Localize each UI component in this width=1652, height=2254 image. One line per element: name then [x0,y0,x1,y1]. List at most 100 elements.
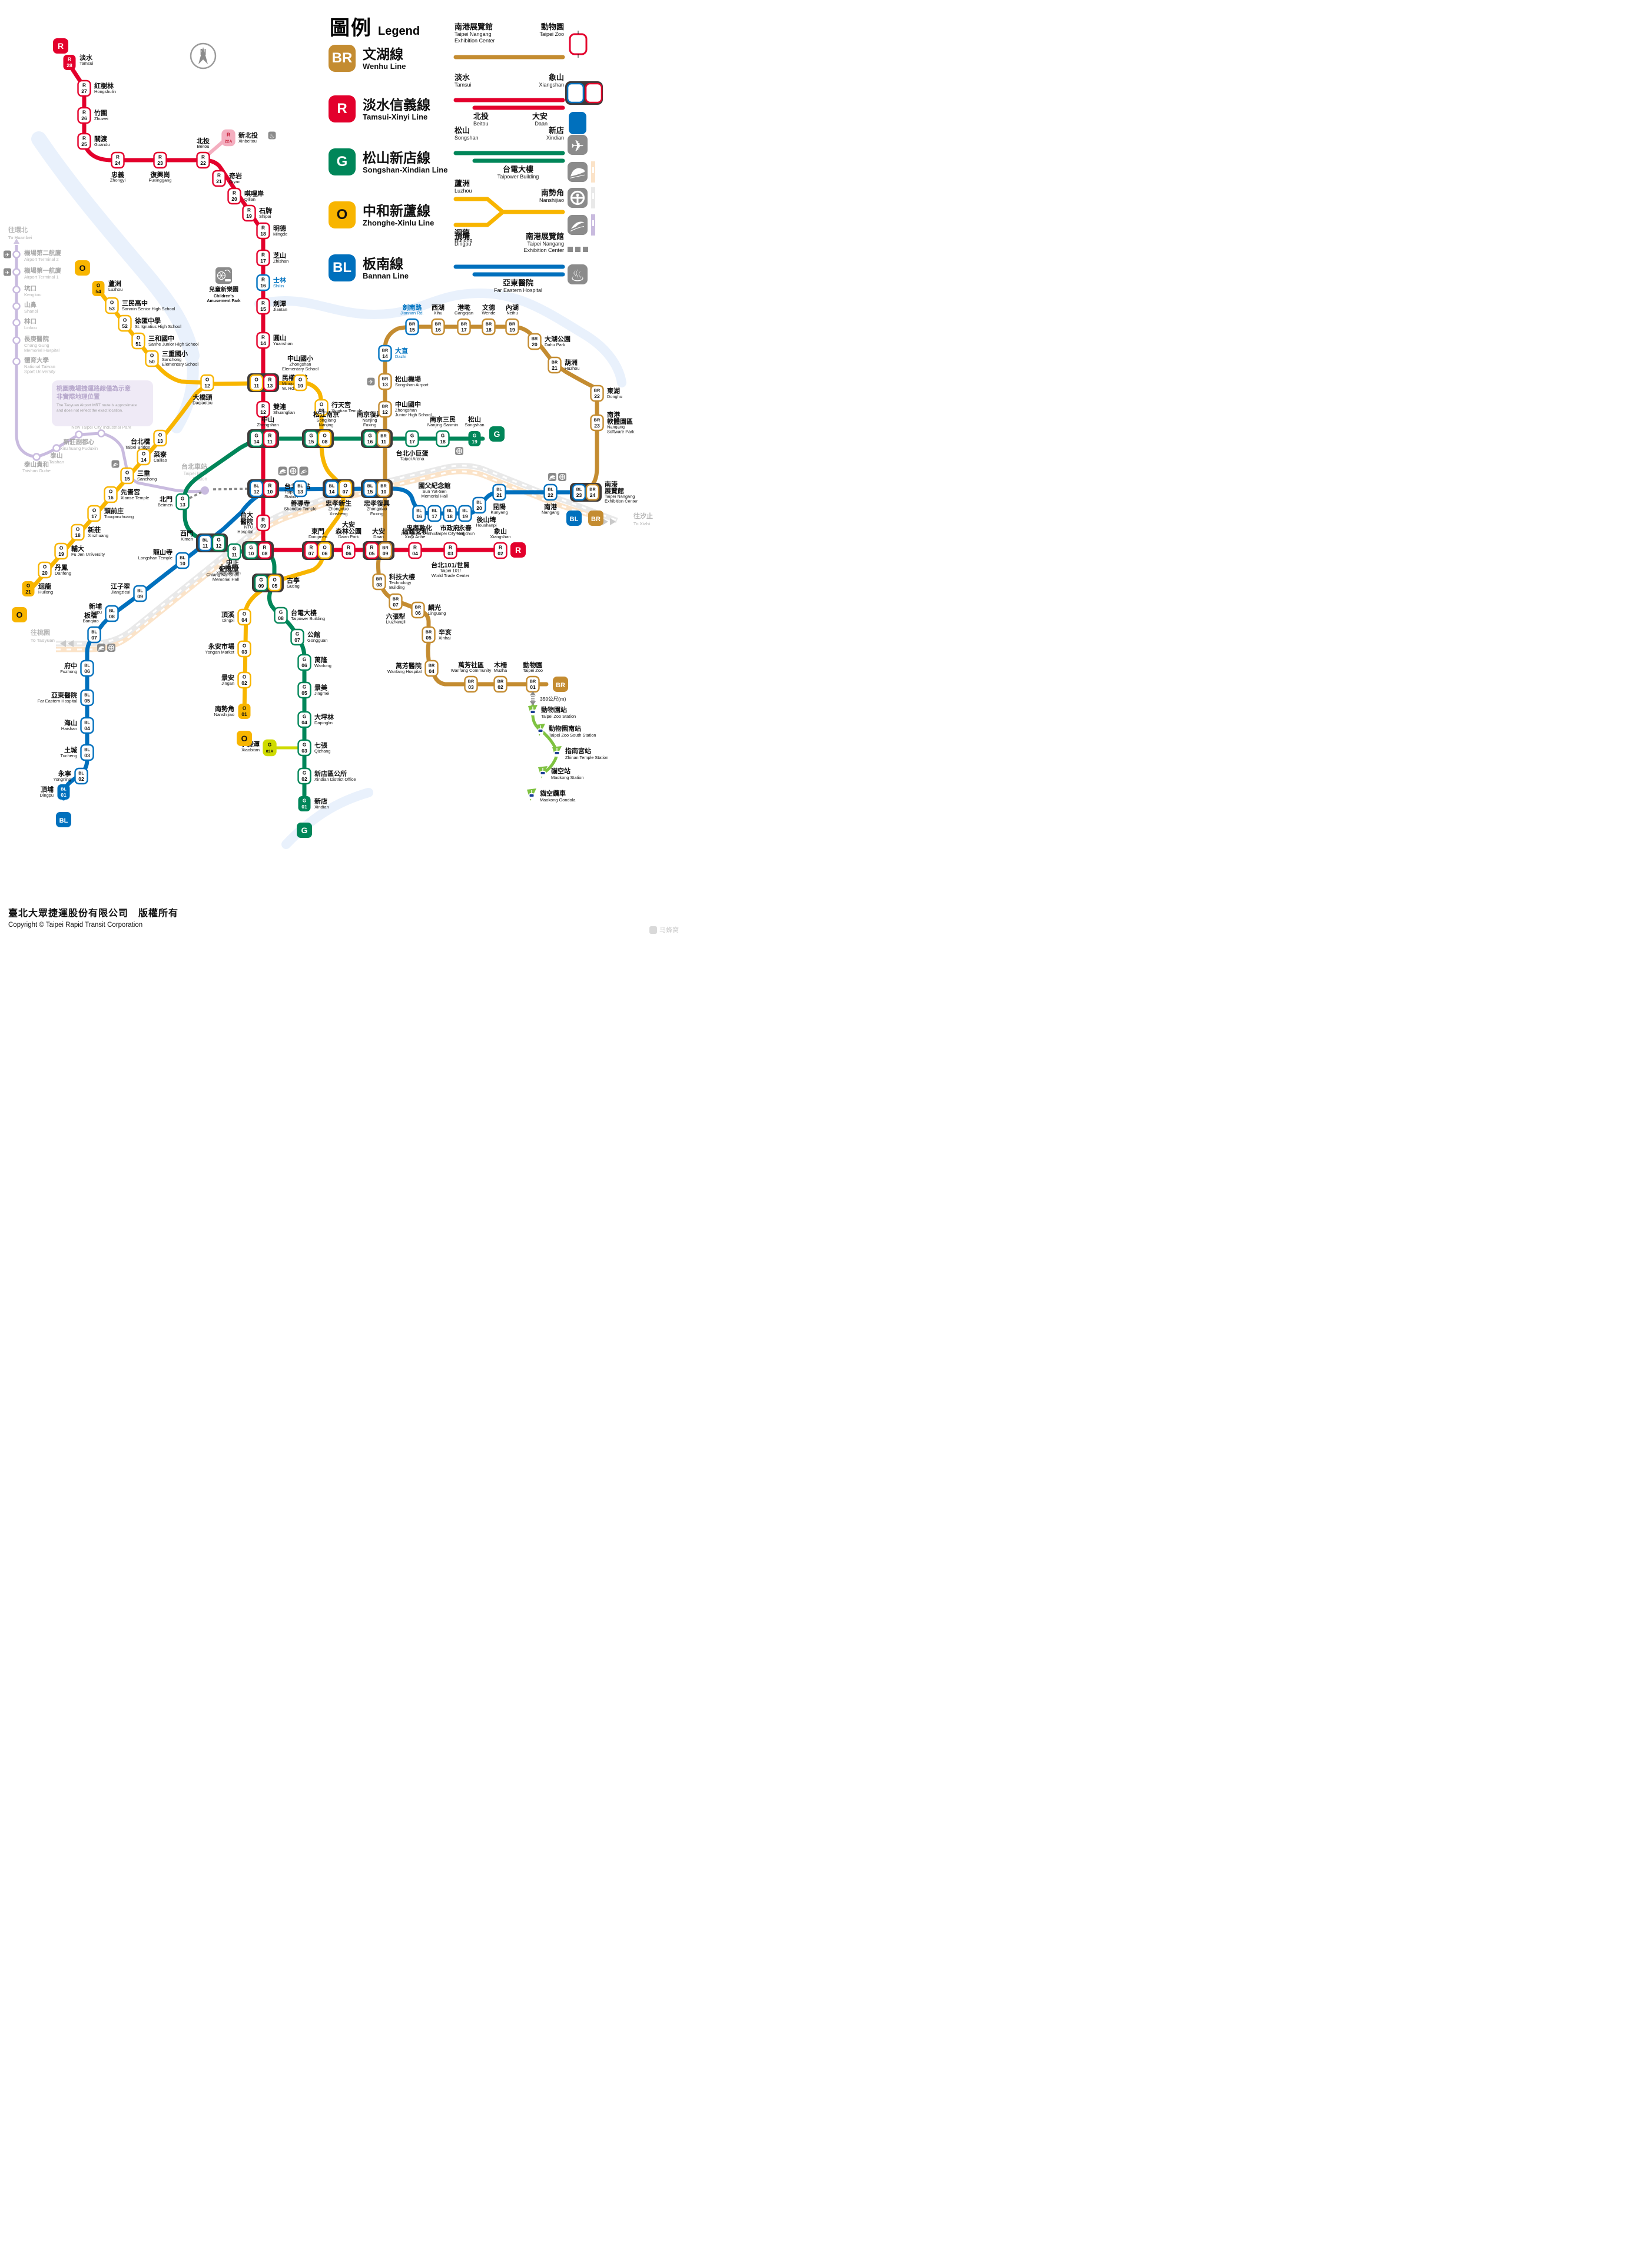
map-label: 10 [297,383,303,389]
map-label: Taipei Main [184,471,207,476]
station-badge [256,514,270,532]
tymrt-station-dot [12,302,21,310]
taipei-main-hsr-hsr-icon [278,466,287,476]
legend-line-en: Wenhu Line [363,61,406,71]
map-label: 22A [225,140,233,144]
map-label: O [158,433,162,438]
station-badge [304,542,319,559]
map-label: 09 [137,594,143,599]
legend-line-en: Zhonghe-Xinlu Line [363,218,434,227]
map-label: R [217,173,221,178]
gondola-icon [527,788,536,801]
station-name-zh: 輔大 [71,545,84,553]
map-label: 54 [95,289,101,294]
map-label: 17 [409,439,415,445]
station-badge [249,430,264,448]
station-name-zh: 七張 [314,741,328,750]
station-name-en: Junior High School [395,412,432,417]
station-name-en: Taipei Zoo [523,668,543,673]
tymrt-terminal-taipei-main [201,486,209,495]
station-name-en: Nanshijiao [214,712,234,717]
station-badge [468,431,481,446]
legend-hsr-icon [568,162,588,182]
map-label: R [261,226,265,231]
map-label: ✈ [369,379,373,386]
line-badge-O: O [12,607,27,622]
map-label: 13 [267,383,273,389]
map-label: R [247,208,251,213]
station-badge [242,204,256,222]
station-name-zh: 小南門 [218,564,238,572]
station-badge [378,400,392,418]
map-label: BR [415,605,422,610]
map-label: 機場第一航廈 [24,267,61,274]
map-label: O [243,644,247,649]
map-label: 13 [297,489,303,495]
station-badge [249,480,264,498]
map-label: 10 [248,551,254,556]
map-label: 06 [84,668,90,674]
station-name-zh: 大橋頭 [193,393,213,402]
map-label: G [441,433,444,439]
station-name-zh: 新北投 [238,131,258,140]
station-badge [257,542,272,559]
map-label: 15 [409,327,415,333]
station-name-zh: 新店區公所 [314,770,347,778]
station-name-zh: 松江南京 [313,410,339,419]
map-label: G [410,433,414,439]
station-name-en: Huilong [38,589,53,595]
station-name-zh: 行天宮 [331,401,351,409]
map-label: 19 [472,439,477,445]
station-name-en: Xindian [314,804,329,810]
line-badge-R: R [53,38,68,54]
map-label: 長庚醫院 [24,335,49,343]
station-name-en: Longshan Temple [138,555,173,561]
map-label: Station [193,476,207,482]
station-badge [290,628,304,646]
map-label: 05 [301,690,307,696]
map-label: 機場第二航廈 [24,249,61,257]
map-label: BR [435,321,442,327]
river-band [31,131,200,363]
map-label: BR [380,433,387,439]
legend-transfer-station [565,81,603,105]
station-name-zh: 信義安和 [402,527,428,535]
station-name-en: Daan Park [339,534,359,539]
station-badge [77,107,91,124]
station-name-zh: 龍山寺 [153,548,173,556]
banqiao-hsr-hsr-icon [97,644,105,652]
map-label: R [449,545,452,551]
songshan-airport-plane-icon: ✈ [367,377,375,386]
